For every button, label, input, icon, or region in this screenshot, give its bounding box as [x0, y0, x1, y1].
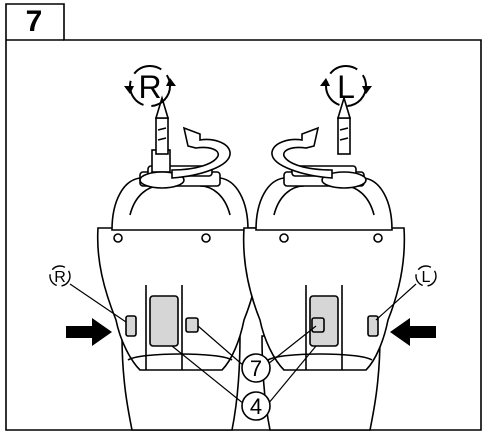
push-arrow-left [390, 318, 436, 346]
switch-symbol-right: R [49, 265, 127, 323]
rotation-arrow-left [271, 126, 333, 179]
step-number: 7 [25, 5, 43, 38]
push-arrow-right [66, 318, 112, 346]
direction-left-letter: L [337, 69, 355, 105]
left-drill [96, 95, 262, 431]
switch-symbol-left-letter: L [422, 269, 431, 286]
direction-symbol-left: L [320, 65, 372, 107]
right-drill [242, 95, 406, 431]
callout-7-number: 7 [250, 356, 262, 381]
callout-4-number: 4 [250, 394, 262, 419]
rotation-arrow-right [171, 126, 231, 179]
direction-right-letter: R [138, 69, 161, 105]
switch-symbol-left: L [375, 265, 437, 321]
direction-symbol-right: R [124, 65, 176, 107]
callout-7: 7 [241, 353, 271, 383]
callout-leaders [171, 325, 317, 405]
callout-4: 4 [241, 391, 271, 421]
switch-symbol-right-letter: R [54, 269, 66, 286]
panel-frame [5, 3, 482, 431]
